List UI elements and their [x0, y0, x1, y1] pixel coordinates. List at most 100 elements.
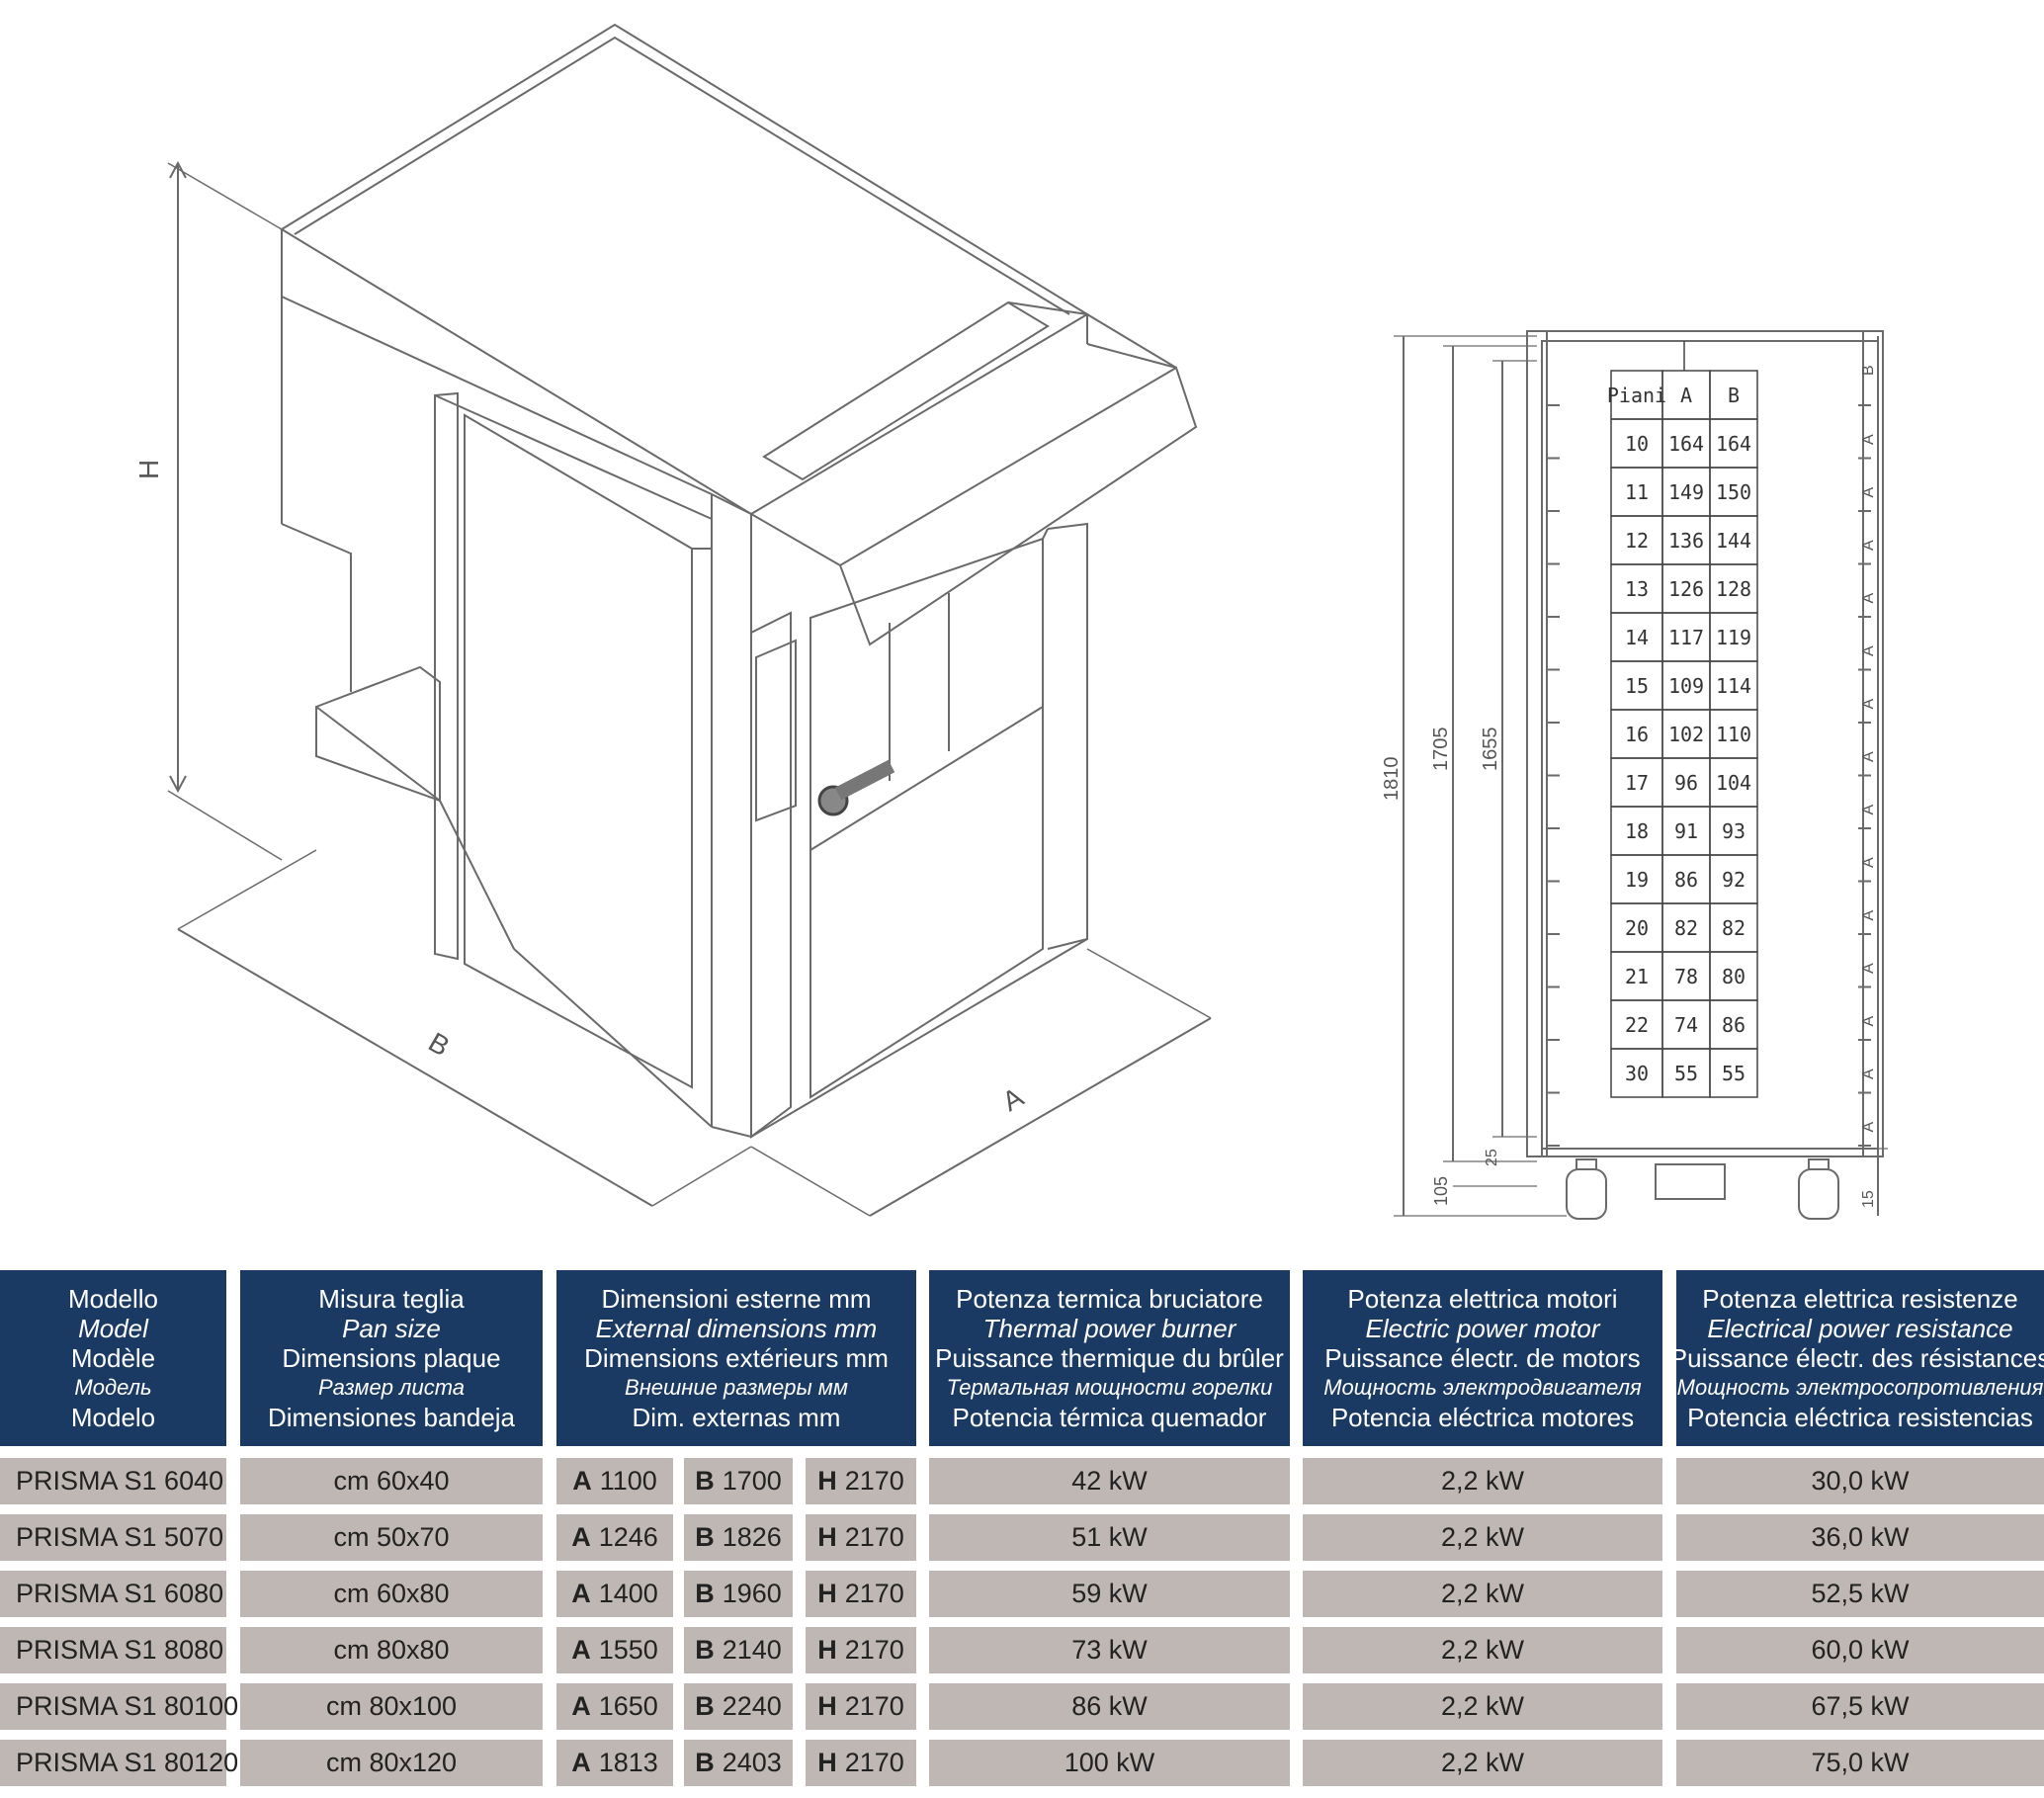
tray-table-cell: 86 — [1722, 1013, 1746, 1037]
resistance-power-cell: 75,0 kW — [1676, 1740, 2044, 1786]
cell-value: cm 50x70 — [333, 1522, 450, 1552]
pan-size-cell: cm 80x100 — [240, 1683, 543, 1730]
cell-value: 60,0 kW — [1811, 1635, 1910, 1665]
cell-value: 2,2 kW — [1440, 1466, 1525, 1496]
rack-side-a-label: A — [1860, 751, 1877, 762]
tray-table-cell: 96 — [1674, 771, 1698, 795]
rack-side-a-label: A — [1860, 857, 1877, 868]
dim-letter: H — [817, 1466, 837, 1496]
tray-table-cell: 30 — [1625, 1062, 1649, 1085]
tray-table-header: Piani — [1607, 384, 1666, 407]
cell-value: 2,2 kW — [1440, 1579, 1525, 1608]
model-cell: PRISMA S1 80120 — [0, 1740, 238, 1786]
tray-table-cell: 18 — [1625, 819, 1649, 843]
tray-table-cell: 91 — [1674, 819, 1698, 843]
cell-value: 51 kW — [1071, 1522, 1148, 1552]
cell-value: 67,5 kW — [1811, 1691, 1910, 1721]
tray-table-cell: 13 — [1625, 577, 1649, 601]
cell-value: 2170 — [844, 1466, 904, 1496]
rack-dim-15: 15 — [1860, 1190, 1877, 1208]
tray-table-cell: 15 — [1625, 674, 1649, 698]
cell-value: 2,2 kW — [1440, 1522, 1525, 1552]
cell-value: PRISMA S1 6040 — [16, 1466, 224, 1496]
rack-side-a-label: A — [1860, 910, 1877, 921]
header-pan-size: Misura teglia Pan size Dimensions plaque… — [240, 1270, 543, 1446]
tray-table-cell: 21 — [1625, 965, 1649, 988]
tray-table-cell: 74 — [1674, 1013, 1698, 1037]
resistance-power-cell: 30,0 kW — [1676, 1458, 2044, 1504]
dim-letter: A — [571, 1579, 591, 1608]
rack-side-a-label: A — [1860, 1122, 1877, 1133]
cell-value: 100 kW — [1064, 1748, 1155, 1777]
dim-letter: H — [817, 1635, 837, 1665]
cell-value: 1246 — [598, 1522, 658, 1552]
cell-value: 42 kW — [1071, 1466, 1148, 1496]
dim-letter: A — [571, 1748, 591, 1777]
cell-value: 2170 — [844, 1691, 904, 1721]
model-cell: PRISMA S1 6040 — [0, 1458, 226, 1504]
tray-table-cell: 82 — [1674, 916, 1698, 940]
iso-h-label: H — [133, 460, 164, 479]
tray-table-cell: 128 — [1716, 577, 1751, 601]
tray-table-cell: 119 — [1716, 626, 1751, 649]
cell-value: 2,2 kW — [1440, 1691, 1525, 1721]
cell-value: 59 kW — [1071, 1579, 1148, 1608]
iso-a-label: A — [997, 1081, 1029, 1117]
pan-size-cell: cm 60x80 — [240, 1571, 543, 1617]
cell-value: 1100 — [599, 1466, 657, 1496]
dim-letter: H — [817, 1748, 837, 1777]
model-cell: PRISMA S1 5070 — [0, 1514, 226, 1561]
cell-value: 2140 — [722, 1635, 782, 1665]
cell-value: 2,2 kW — [1440, 1748, 1525, 1777]
tray-table-header: A — [1680, 384, 1692, 407]
pan-size-cell: cm 50x70 — [240, 1514, 543, 1561]
tray-table-cell: 110 — [1716, 723, 1751, 746]
rack-dim-1655: 1655 — [1480, 728, 1501, 772]
cell-value: 1700 — [722, 1466, 782, 1496]
cell-value: 2240 — [722, 1691, 782, 1721]
dim-letter: H — [817, 1691, 837, 1721]
motor-power-cell: 2,2 kW — [1303, 1683, 1662, 1730]
cell-value: 2170 — [844, 1522, 904, 1552]
rack-side-a-label: A — [1860, 487, 1877, 498]
cell-value: 1550 — [598, 1635, 658, 1665]
rack-side-a-label: A — [1860, 1016, 1877, 1027]
rack-dim-1705: 1705 — [1430, 728, 1452, 772]
dim-letter: H — [817, 1522, 837, 1552]
tray-table-header: B — [1728, 384, 1740, 407]
oven-isometric-drawing: H B A — [133, 23, 1212, 1217]
tray-table-cell: 150 — [1716, 480, 1751, 504]
cell-value: 86 kW — [1071, 1691, 1148, 1721]
cell-value: PRISMA S1 8080 — [16, 1635, 224, 1665]
rack-side-a-label: A — [1860, 963, 1877, 974]
tray-table-cell: 14 — [1625, 626, 1649, 649]
cell-value: 1960 — [722, 1579, 782, 1608]
resistance-power-cell: 60,0 kW — [1676, 1627, 2044, 1673]
model-cell: PRISMA S1 6080 — [0, 1571, 226, 1617]
tray-table-cell: 164 — [1668, 432, 1704, 456]
rack-side-a-label: A — [1860, 805, 1877, 815]
tray-table-cell: 55 — [1674, 1062, 1698, 1085]
motor-power-cell: 2,2 kW — [1303, 1571, 1662, 1617]
tray-table-cell: 22 — [1625, 1013, 1649, 1037]
cell-value: cm 80x80 — [333, 1635, 450, 1665]
rack-dim-105: 105 — [1431, 1176, 1451, 1206]
dim-letter: B — [695, 1522, 715, 1552]
cell-value: 1813 — [598, 1748, 658, 1777]
model-cell: PRISMA S1 8080 — [0, 1627, 226, 1673]
rack-side-a-label: A — [1860, 434, 1877, 445]
dim-letter: B — [695, 1691, 715, 1721]
header-dimensions: Dimensioni esterne mm External dimension… — [556, 1270, 916, 1446]
tray-table-cell: 164 — [1716, 432, 1751, 456]
rack-side-a-label: A — [1860, 593, 1877, 604]
burner-power-cell: 100 kW — [929, 1740, 1290, 1786]
